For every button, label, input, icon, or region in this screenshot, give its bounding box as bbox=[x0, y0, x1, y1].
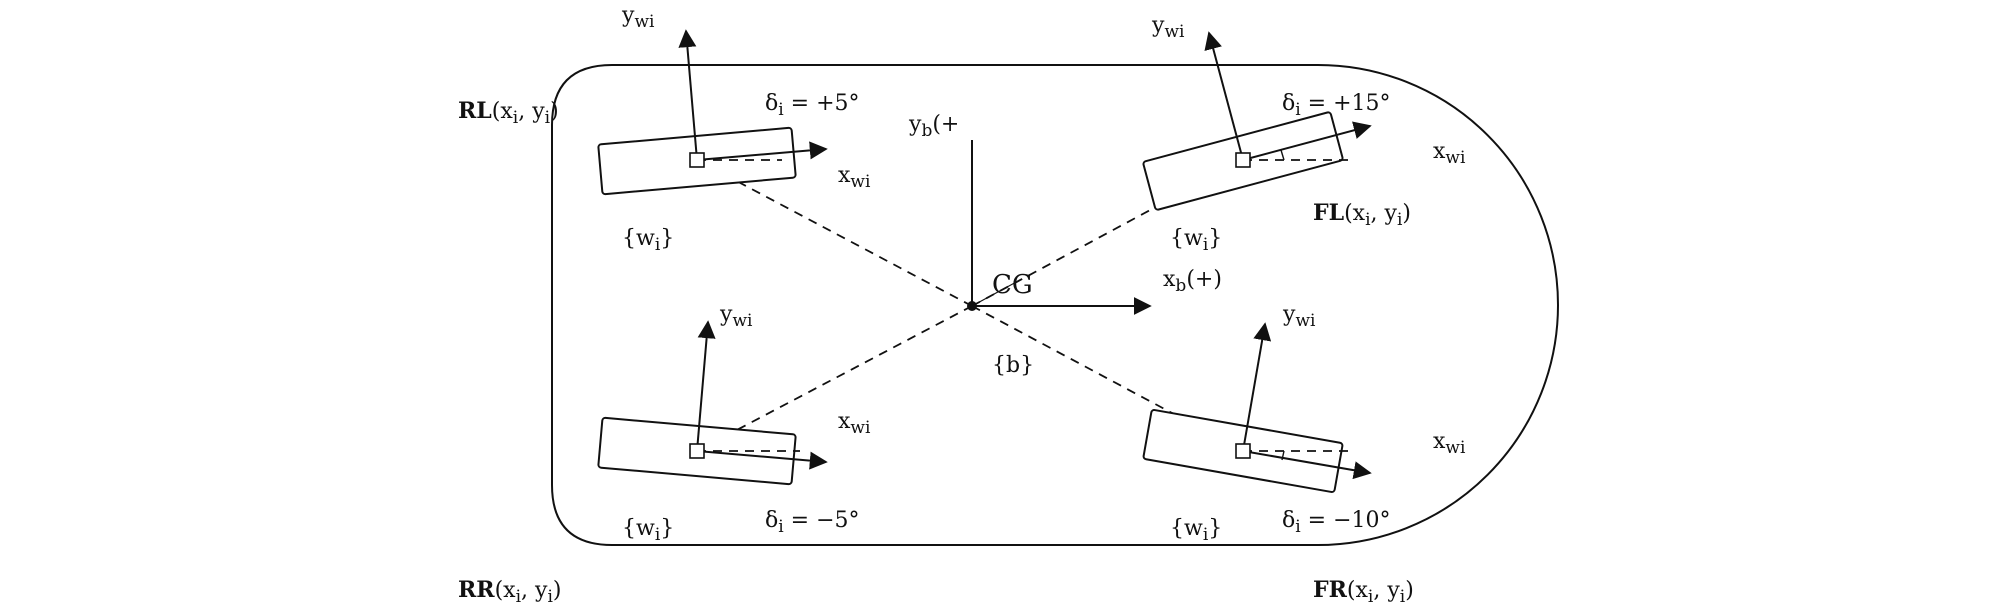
delta-label-fr: δi = −10° bbox=[1282, 508, 1391, 537]
delta-label-rr: δi = −5° bbox=[765, 508, 860, 537]
wheel-rr-center-marker bbox=[689, 443, 705, 459]
wheel-frame-label-fr: {wi} bbox=[1170, 516, 1222, 545]
body-frame: CG {b} xb(+) yb(+ bbox=[908, 112, 1222, 378]
wheel-rr-y-axis bbox=[696, 320, 716, 452]
cg-label: CG bbox=[992, 270, 1033, 300]
wheel-fl bbox=[1142, 31, 1372, 211]
wheel-frame-label-fl: {wi} bbox=[1170, 226, 1222, 255]
wheel-rl bbox=[597, 29, 828, 196]
body-x-axis-label: xb(+) bbox=[1163, 267, 1222, 296]
wheel-fr-y-axis bbox=[1242, 322, 1272, 452]
wheel-fl-x-axis bbox=[1242, 121, 1372, 161]
vehicle-body-outline bbox=[551, 64, 1559, 546]
labels-fr: FR(xi, yi) ywi xwi δi = −10° {wi} bbox=[1170, 302, 1466, 607]
wheel-fl-center-marker bbox=[1235, 152, 1251, 168]
wheel-fr-center-marker bbox=[1235, 443, 1251, 459]
wheel-fr-right-angle-mark bbox=[1281, 450, 1285, 461]
wheel-fl-right-angle-mark bbox=[1280, 149, 1285, 161]
wheel-frame-label-rl: {wi} bbox=[622, 226, 674, 255]
cg-point bbox=[967, 301, 977, 311]
body-y-axis-label: yb(+ bbox=[908, 112, 959, 141]
wheel-rr bbox=[597, 320, 828, 486]
y-axis-label-fl: ywi bbox=[1151, 13, 1185, 42]
wheel-rl-y-axis bbox=[678, 29, 698, 161]
corner-label-fr: FR(xi, yi) bbox=[1313, 577, 1414, 607]
y-axis-label-rl: ywi bbox=[621, 3, 655, 32]
labels-rl: RL(xi, yi) ywi xwi δi = +5° {wi} bbox=[458, 3, 871, 255]
x-axis-label-fl: xwi bbox=[1433, 139, 1466, 168]
x-axis-label-rl: xwi bbox=[838, 163, 871, 192]
wheel-fl-y-axis bbox=[1204, 31, 1244, 161]
x-axis-label-rr: xwi bbox=[838, 409, 871, 438]
body-frame-label: {b} bbox=[992, 353, 1034, 378]
y-axis-label-rr: ywi bbox=[719, 302, 753, 331]
delta-label-rl: δi = +5° bbox=[765, 91, 860, 120]
dashed-line-rl bbox=[696, 159, 973, 307]
dashed-line-rr bbox=[696, 305, 973, 452]
wheel-fr bbox=[1142, 322, 1372, 493]
wheel-rl-center-marker bbox=[689, 152, 705, 168]
x-axis-label-fr: xwi bbox=[1433, 429, 1466, 458]
wheel-frame-label-rr: {wi} bbox=[622, 516, 674, 545]
labels-fl: FL(xi, yi) ywi xwi δi = +15° {wi} bbox=[1151, 13, 1466, 255]
wheel-rr-x-axis bbox=[696, 450, 828, 470]
wheel-rl-x-axis bbox=[696, 141, 828, 161]
labels-rr: RR(xi, yi) ywi xwi δi = −5° {wi} bbox=[458, 302, 871, 607]
corner-label-fl: FL(xi, yi) bbox=[1313, 200, 1411, 230]
cg-annotation-stroke bbox=[971, 279, 1021, 307]
wheel-fr-x-axis bbox=[1242, 450, 1372, 480]
corner-label-rl: RL(xi, yi) bbox=[458, 98, 559, 128]
corner-label-rr: RR(xi, yi) bbox=[458, 577, 561, 607]
delta-label-fl: δi = +15° bbox=[1282, 91, 1391, 120]
y-axis-label-fr: ywi bbox=[1282, 302, 1316, 331]
